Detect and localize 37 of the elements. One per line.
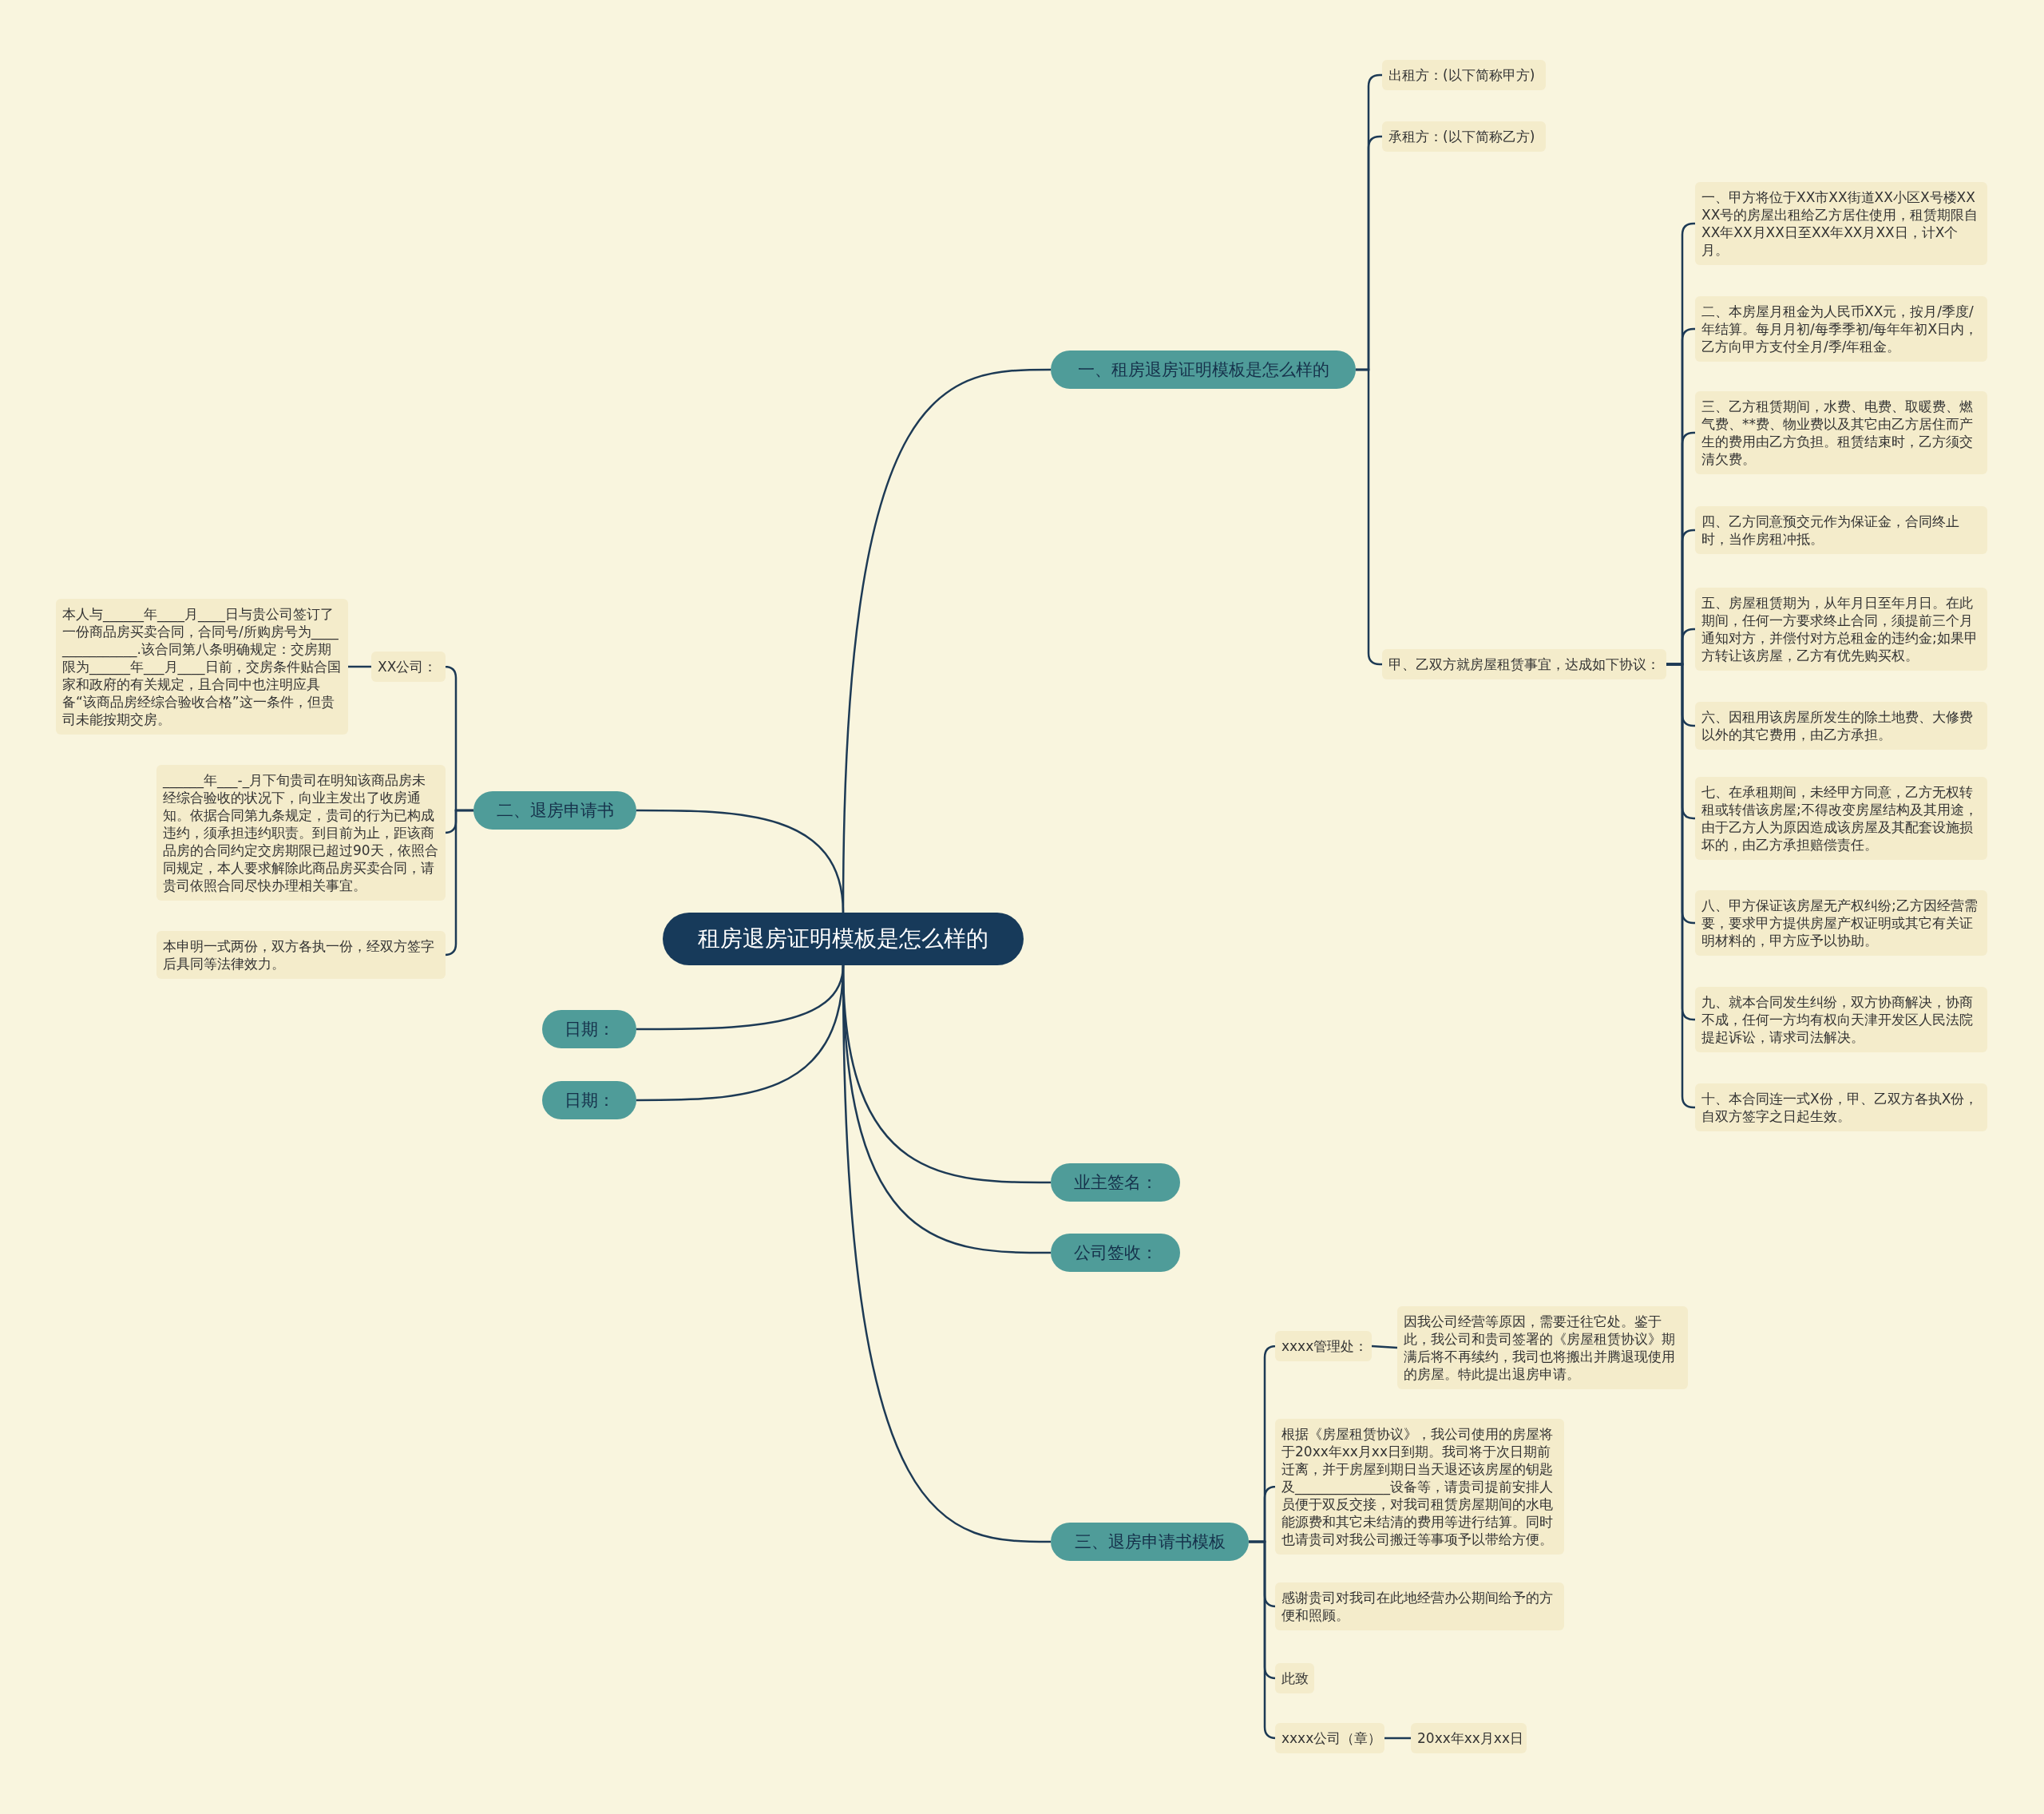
text-note: 八、甲方保证该房屋无产权纠纷;乙方因经营需要，要求甲方提供房屋产权证明或其它有关证明材料的，甲方应予以协助。	[1695, 890, 1987, 956]
text-note: 此致	[1275, 1663, 1314, 1693]
text-note: 根据《房屋租赁协议》，我公司使用的房屋将于20xx年xx月xx日到期。我司将于次日期前迁离，并于房屋到期日当天退还该房屋的钥匙及______________设备等，请贵司提前安排人员便于双反交接，对我司租赁房屋期间的水电能源费和其它未结清的费用等进行结算。同时也请贵司对我公司搬迁等事项予以带给方便。	[1275, 1419, 1564, 1555]
text-note: 承租方：(以下简称乙方)	[1382, 121, 1546, 152]
text-note: 九、就本合同发生纠纷，双方协商解决，协商不成，任何一方均有权向天津开发区人民法院提起诉讼，请求司法解决。	[1695, 987, 1987, 1052]
text-note: 因我公司经营等原因，需要迁往它处。鉴于此，我公司和贵司签署的《房屋租赁协议》期满后将不再续约，我司也将搬出并腾退现使用的房屋。特此提出退房申请。	[1397, 1306, 1688, 1389]
text-note: 四、乙方同意预交元作为保证金，合同终止时，当作房租冲抵。	[1695, 506, 1987, 554]
text-note: 六、因租用该房屋所发生的除土地费、大修费以外的其它费用，由乙方承担。	[1695, 702, 1987, 750]
text-note: 本人与______年____月____日与贵公司签订了一份商品房买卖合同，合同号/所购房号为_______________.该合同第八条明确规定：交房期限为______年___月____日前，交房条件贴合国家和政府的有关规定，且合同中也注明应具备“该商品房经综合验收合格”这一条件，但贵司未能按期交房。	[56, 599, 348, 735]
branch-topic: 业主签名：	[1051, 1163, 1180, 1202]
connector-line	[842, 965, 1051, 1543]
branch-topic: 一、租房退房证明模板是怎么样的	[1051, 351, 1356, 389]
connector-line	[636, 809, 845, 913]
connector-line	[1371, 1345, 1398, 1349]
text-note: ______年___-_月下旬贵司在明知该商品房未经综合验收的状况下，向业主发出了收房通知。依据合同第九条规定，贵司的行为已构成违约，须承担违约职责。到目前为止，距该商品房的合同约定交房期限已超过90天，依照合同规定，本人要求解除此商品房买卖合同，请贵司依照合同尽快办理相关事宜。	[156, 765, 446, 901]
branch-topic: 日期：	[542, 1081, 636, 1119]
text-note: xxxx管理处：	[1275, 1331, 1372, 1361]
central-topic: 租房退房证明模板是怎么样的	[663, 913, 1024, 965]
text-note: 一、甲方将位于XX市XX街道XX小区X号楼XXXX号的房屋出租给乙方居住使用，租赁期限自XX年XX月XX日至XX年XX月XX日，计X个月。	[1695, 182, 1987, 265]
text-note: 五、房屋租赁期为，从年月日至年月日。在此期间，任何一方要求终止合同，须提前三个月通知对方，并偿付对方总租金的违约金;如果甲方转让该房屋，乙方有优先购买权。	[1695, 588, 1987, 671]
connector-line	[1384, 1737, 1411, 1740]
branch-topic: 二、退房申请书	[473, 791, 636, 830]
text-note: 甲、乙双方就房屋租赁事宜，达成如下协议：	[1382, 649, 1666, 679]
text-note: 感谢贵司对我司在此地经营办公期间给予的方便和照顾。	[1275, 1582, 1564, 1630]
text-note: 三、乙方租赁期间，水费、电费、取暖费、燃气费、**费、物业费以及其它由乙方居住而产生的费用由乙方负担。租赁结束时，乙方须交清欠费。	[1695, 391, 1987, 474]
connector-line	[348, 665, 371, 668]
text-note: xxxx公司（章）	[1275, 1723, 1384, 1753]
text-note: 本申明一式两份，双方各执一份，经双方签字后具同等法律效力。	[156, 931, 446, 979]
text-note: 七、在承租期间，未经甲方同意，乙方无权转租或转借该房屋;不得改变房屋结构及其用途，由于乙方人为原因造成该房屋及其配套设施损坏的，由乙方承担赔偿责任。	[1695, 777, 1987, 860]
text-note: 20xx年xx月xx日	[1411, 1723, 1527, 1753]
branch-topic: 日期：	[542, 1010, 636, 1048]
branch-topic: 公司签收：	[1051, 1234, 1180, 1272]
text-note: 二、本房屋月租金为人民币XX元，按月/季度/年结算。每月月初/每季季初/每年年初X日内，乙方向甲方支付全月/季/年租金。	[1695, 296, 1987, 362]
branch-topic: 三、退房申请书模板	[1051, 1523, 1249, 1561]
text-note: XX公司：	[371, 652, 446, 682]
text-note: 出租方：(以下简称甲方)	[1382, 60, 1546, 90]
text-note: 十、本合同连一式X份，甲、乙双方各执X份，自双方签字之日起生效。	[1695, 1083, 1987, 1131]
